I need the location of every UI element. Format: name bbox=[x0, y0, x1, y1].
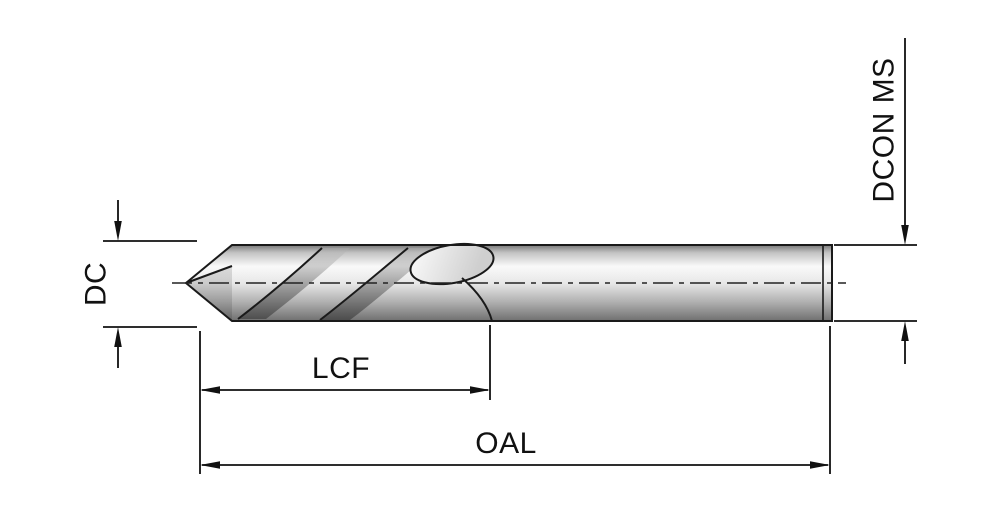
dcon-dimension: DCON MS bbox=[834, 38, 917, 364]
flute-curve-2 bbox=[319, 247, 409, 321]
dcon-arrowhead-down-icon bbox=[901, 225, 909, 245]
oal-label: OAL bbox=[475, 427, 537, 460]
dc-dimension: DC bbox=[80, 200, 197, 368]
drill-bit bbox=[172, 242, 846, 322]
dc-arrowhead-up-icon bbox=[114, 327, 122, 347]
dcon-ms-label: DCON MS bbox=[868, 57, 901, 202]
oal-arrowhead-right-icon bbox=[810, 461, 830, 469]
dc-arrowhead-down-icon bbox=[114, 221, 122, 241]
lcf-arrowhead-left-icon bbox=[200, 386, 220, 394]
lcf-dimension: LCF bbox=[199, 325, 491, 474]
lcf-label: LCF bbox=[312, 352, 370, 385]
flute-band-2 bbox=[320, 248, 436, 320]
tip-cutting-edge bbox=[185, 265, 233, 284]
flute-runout-curve bbox=[461, 277, 493, 322]
lcf-arrowhead-right-icon bbox=[470, 386, 490, 394]
oal-arrowhead-left-icon bbox=[200, 461, 220, 469]
dcon-arrowhead-up-icon bbox=[901, 321, 909, 341]
dc-label: DC bbox=[80, 262, 113, 306]
drill-tip bbox=[185, 265, 233, 321]
flute-curve-1 bbox=[237, 247, 323, 320]
oal-dimension: OAL bbox=[200, 326, 831, 474]
